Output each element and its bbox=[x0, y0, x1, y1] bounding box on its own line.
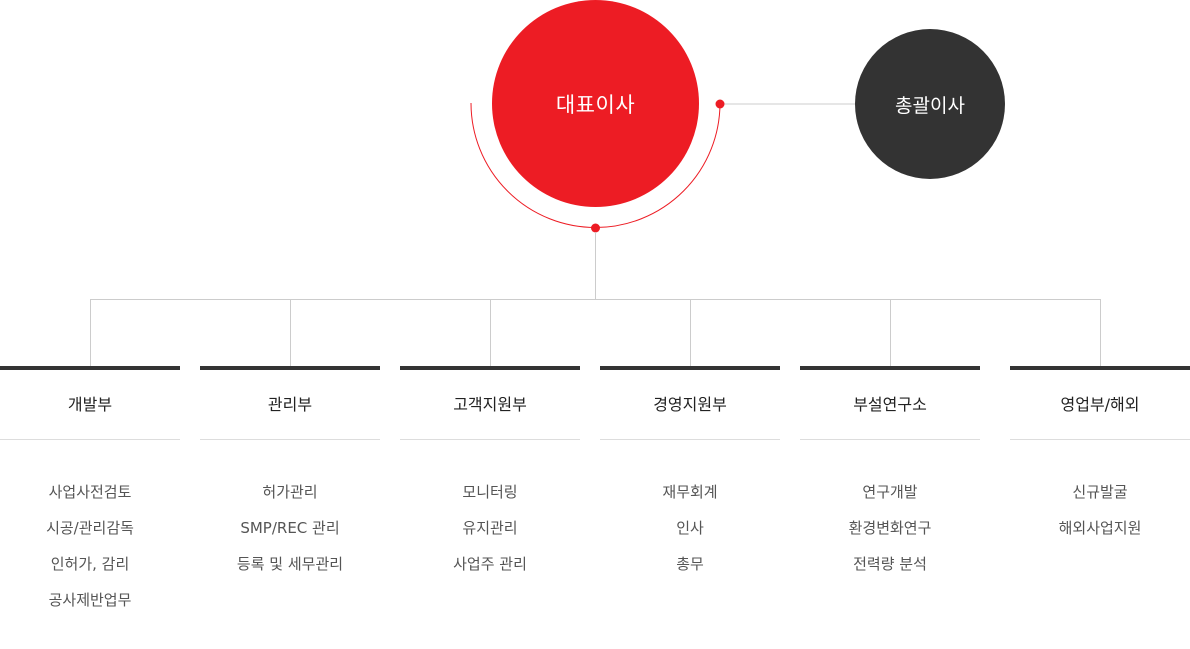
department-duty-list: 사업사전검토 시공/관리감독 인허가, 감리 공사제반업무 bbox=[0, 440, 180, 624]
duty-item: 총무 bbox=[676, 555, 704, 573]
duty-item: 모니터링 bbox=[462, 483, 518, 501]
department-title: 경영지원부 bbox=[600, 370, 780, 440]
ceo-label: 대표이사 bbox=[555, 92, 636, 117]
duty-item: 연구개발 bbox=[862, 483, 918, 501]
duty-item: 허가관리 bbox=[262, 483, 318, 501]
gm-connector-dot bbox=[715, 99, 725, 109]
duty-item: 인사 bbox=[676, 519, 704, 537]
department-bar bbox=[1010, 366, 1190, 370]
ceo-bottom-dot bbox=[591, 223, 600, 233]
department-bar bbox=[800, 366, 980, 370]
duty-item: 사업사전검토 bbox=[48, 483, 132, 501]
department-customer-support: 고객지원부 모니터링 유지관리 사업주 관리 bbox=[400, 366, 580, 588]
department-duty-list: 모니터링 유지관리 사업주 관리 bbox=[400, 440, 580, 588]
department-duty-list: 허가관리 SMP/REC 관리 등록 및 세무관리 bbox=[200, 440, 380, 588]
department-title: 개발부 bbox=[0, 370, 180, 440]
duty-item: 유지관리 bbox=[462, 519, 518, 537]
department-title: 부설연구소 bbox=[800, 370, 980, 440]
department-research-lab: 부설연구소 연구개발 환경변화연구 전력량 분석 bbox=[800, 366, 980, 588]
duty-item: 해외사업지원 bbox=[1058, 519, 1142, 537]
duty-item: 공사제반업무 bbox=[48, 591, 132, 609]
department-bar bbox=[200, 366, 380, 370]
duty-item: 전력량 분석 bbox=[853, 555, 927, 573]
gm-node: 총괄이사 bbox=[855, 29, 1005, 179]
duty-item: 재무회계 bbox=[662, 483, 718, 501]
department-duty-list: 연구개발 환경변화연구 전력량 분석 bbox=[800, 440, 980, 588]
duty-item: 사업주 관리 bbox=[453, 555, 527, 573]
duty-item: SMP/REC 관리 bbox=[240, 519, 340, 537]
ceo-node: 대표이사 bbox=[492, 0, 699, 207]
department-bar bbox=[600, 366, 780, 370]
duty-item: 인허가, 감리 bbox=[50, 555, 130, 573]
department-development: 개발부 사업사전검토 시공/관리감독 인허가, 감리 공사제반업무 bbox=[0, 366, 180, 624]
department-business-support: 경영지원부 재무회계 인사 총무 bbox=[600, 366, 780, 588]
department-title: 고객지원부 bbox=[400, 370, 580, 440]
department-bar bbox=[0, 366, 180, 370]
department-title: 관리부 bbox=[200, 370, 380, 440]
duty-item: 신규발굴 bbox=[1072, 483, 1128, 501]
department-title: 영업부/해외 bbox=[1010, 370, 1190, 440]
duty-item: 시공/관리감독 bbox=[46, 519, 134, 537]
department-duty-list: 신규발굴 해외사업지원 bbox=[1010, 440, 1190, 552]
department-duty-list: 재무회계 인사 총무 bbox=[600, 440, 780, 588]
duty-item: 환경변화연구 bbox=[848, 519, 932, 537]
gm-label: 총괄이사 bbox=[895, 94, 965, 117]
duty-item: 등록 및 세무관리 bbox=[236, 555, 344, 573]
department-sales-overseas: 영업부/해외 신규발굴 해외사업지원 bbox=[1010, 366, 1190, 552]
department-bar bbox=[400, 366, 580, 370]
department-management: 관리부 허가관리 SMP/REC 관리 등록 및 세무관리 bbox=[200, 366, 380, 588]
